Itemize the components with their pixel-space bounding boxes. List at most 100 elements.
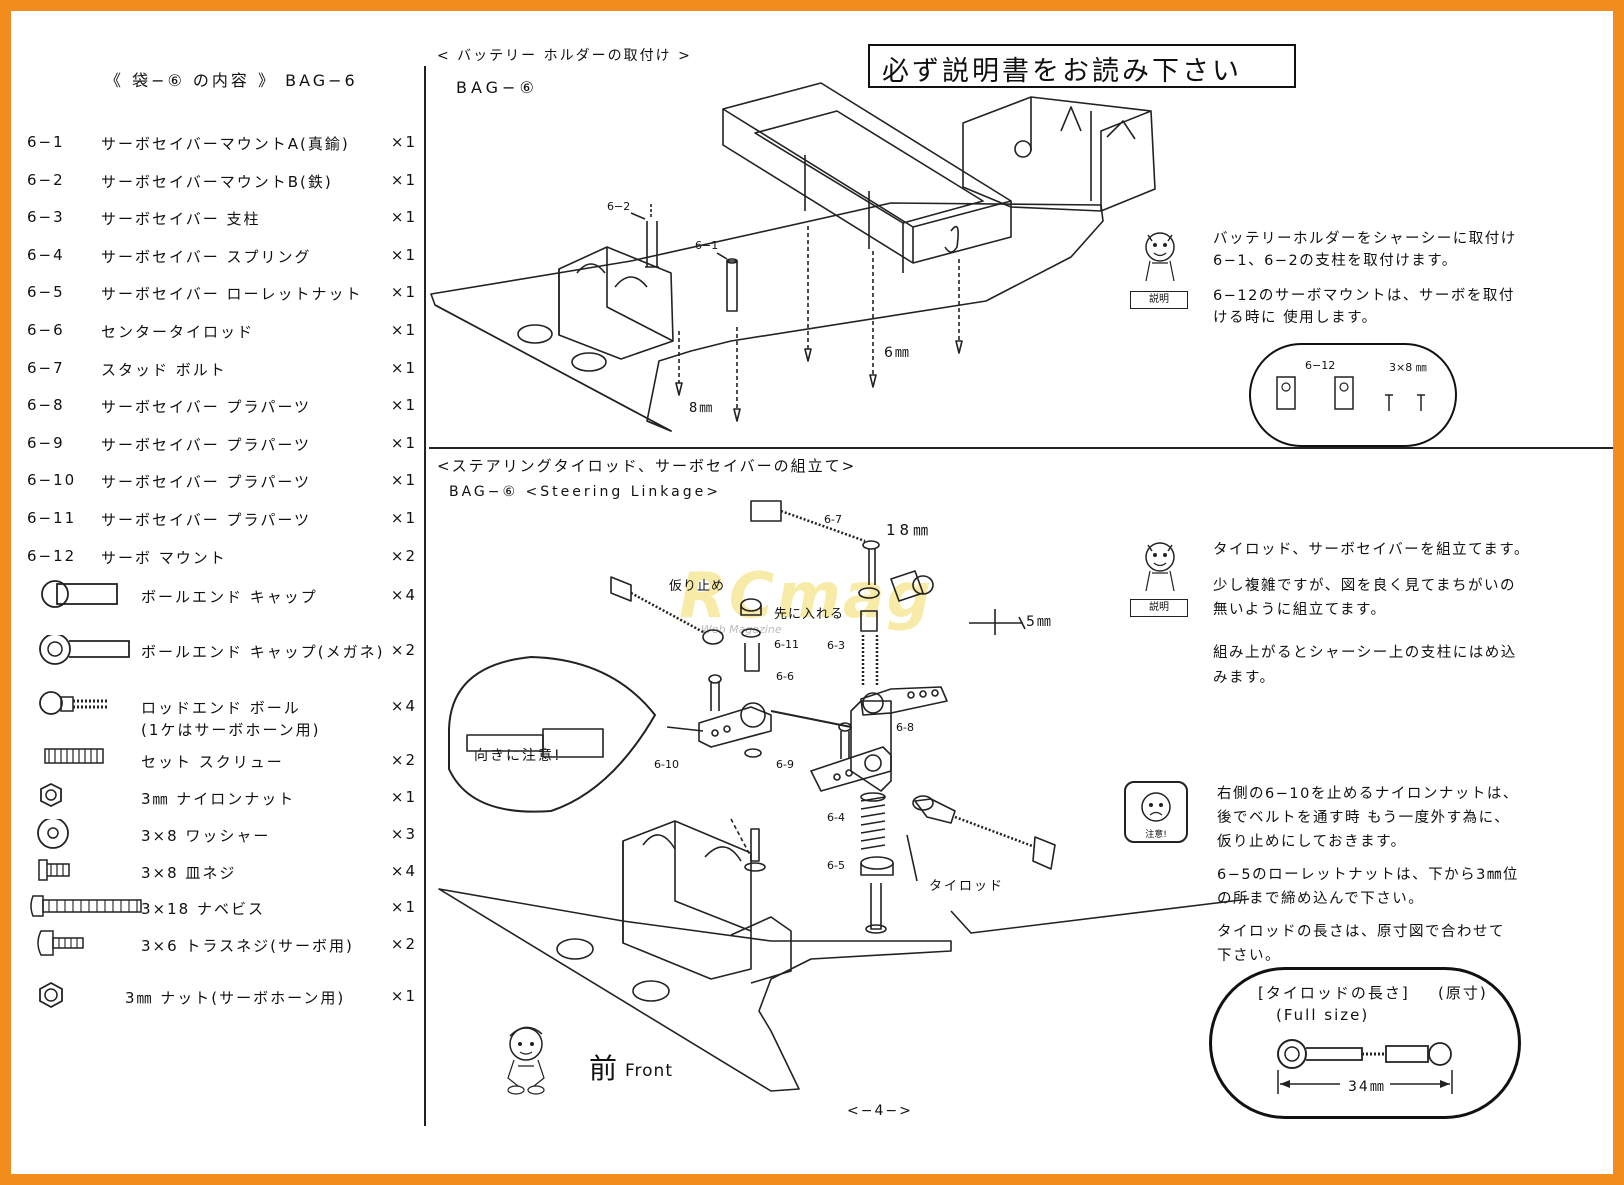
fullsize-full: (Full size) — [1276, 1006, 1370, 1024]
part-quantity: ×1 — [390, 471, 417, 490]
battery-bag-label: BAG−⑥ — [456, 78, 538, 97]
front-kanji: 前 — [589, 1052, 618, 1085]
hardware-name: 3㎜ ナイロンナット — [141, 790, 296, 808]
inset-label-screw: 3×8 ㎜ — [1389, 361, 1427, 374]
steering-note-2-line-1: 少し複雑ですが、図を良く見てまちがいの — [1213, 578, 1516, 594]
label-8mm: 8㎜ — [689, 401, 715, 416]
hardware-row: ボールエンド キャップ(メガネ)×2 — [27, 641, 417, 663]
watermark-subtitle: Web Magazine — [701, 623, 782, 636]
hardware-quantity: ×4 — [390, 586, 417, 604]
label-6-5: 6-5 — [827, 859, 845, 872]
chassis-plate-top — [430, 202, 1104, 432]
caution-1-line-3: 仮り止めにしておきます。 — [1217, 834, 1407, 850]
caution-3-line-2: 下さい。 — [1217, 948, 1281, 964]
part-name: サーボセイバー プラパーツ — [101, 398, 312, 417]
hardware-name: ボールエンド キャップ(メガネ) — [141, 643, 385, 661]
part-name: サーボ マウント — [101, 548, 227, 567]
part-name: サーボセイバー プラパーツ — [101, 435, 312, 454]
front-label: Front — [625, 1061, 673, 1081]
label-tierod: タイロッド — [929, 879, 1005, 894]
part-name: スタッド ボルト — [101, 360, 227, 379]
servo-mount-inset: 6−12 3×8 ㎜ — [1249, 343, 1457, 447]
part-quantity: ×1 — [390, 321, 417, 339]
watermark-logo: RCmag — [679, 559, 934, 632]
part-number: 6−5 — [27, 283, 65, 302]
part-row: 6−12 サーボ マウント ×2 — [27, 547, 417, 569]
column-divider — [424, 66, 426, 1126]
fullsize-length: 34㎜ — [1348, 1079, 1386, 1095]
part-quantity: ×1 — [390, 509, 417, 527]
hardware-quantity: ×1 — [390, 898, 417, 916]
part-number: 6−9 — [27, 433, 65, 452]
hardware-row: ボールエンド キャップ ×4 — [27, 586, 417, 608]
pan-screw-icon — [29, 892, 145, 926]
section-divider — [429, 447, 1613, 449]
fullsize-title: [タイロッドの長さ] — [1258, 984, 1410, 1002]
label-6-1: 6−1 — [695, 239, 719, 252]
hardware-quantity: ×2 — [390, 751, 417, 769]
hardware-name: 3×6 トラスネジ(サーボ用) — [141, 937, 354, 955]
hardware-quantity: ×2 — [390, 935, 417, 953]
part-quantity: ×1 — [390, 358, 417, 377]
battery-note-1-line-2: 6−1、6−2の支柱を取付けます。 — [1213, 253, 1458, 269]
steering-note-1: タイロッド、サーボセイバーを組立てます。 — [1213, 542, 1530, 558]
tierod-fullsize-drawing — [1277, 1039, 1453, 1094]
hardware-name: 3㎜ ナット(サーボホーン用) — [125, 989, 346, 1007]
nylon-nut-icon — [29, 782, 145, 816]
part-name: サーボセイバー スプリング — [101, 247, 312, 266]
hardware-row: 3㎜ ナット(サーボホーン用)×1 — [27, 987, 417, 1009]
caution-1-line-1: 右側の6−10を止めるナイロンナットは、 — [1217, 786, 1519, 802]
hardware-quantity: ×4 — [390, 862, 417, 880]
part-number: 6−10 — [27, 471, 77, 490]
caution-1-line-2: 後でベルトを通す時 もう一度外す為に、 — [1217, 810, 1511, 826]
hardware-row: 3×8 皿ネジ×4 — [27, 862, 417, 884]
rod-end-ball-icon — [29, 691, 145, 725]
hardware-name-note: (1ケはサーボホーン用) — [141, 721, 321, 739]
warning-text: 必ず説明書をお読み下さい — [882, 56, 1242, 87]
explain-mascot-icon-2 — [1130, 533, 1190, 593]
part-number: 6−6 — [27, 321, 65, 339]
part-quantity: ×1 — [390, 208, 417, 227]
hardware-quantity: ×3 — [390, 825, 417, 843]
hardware-row: 3×8 ワッシャー×3 — [27, 825, 417, 847]
part-name: サーボセイバーマウントB(鉄) — [101, 172, 333, 191]
hardware-name: セット スクリュー — [141, 753, 284, 771]
hardware-name: ボールエンド キャップ — [141, 588, 318, 606]
hardware-row: セット スクリュー ×2 — [27, 751, 417, 773]
hardware-row: 3×6 トラスネジ(サーボ用) ×2 — [27, 935, 417, 957]
label-6-11: 6-11 — [774, 638, 799, 651]
caution-badge: 注意! — [1124, 781, 1188, 843]
servo-mount-parts-icon — [1276, 376, 1425, 411]
hardware-row: ロッドエンド ボール(1ケはサーボホーン用)×4 — [27, 697, 417, 739]
part-quantity: ×2 — [390, 546, 417, 565]
part-number: 6−4 — [27, 245, 65, 264]
part-name: サーボセイバーマウントA(真鍮) — [101, 135, 350, 153]
label-saki-ni-ireru: 先に入れる — [774, 607, 845, 622]
caution-2-line-1: 6−5のローレットナットは、下から3㎜位 — [1217, 867, 1519, 883]
caution-3-line-1: タイロッドの長さは、原寸図で合わせて — [1217, 924, 1505, 940]
label-5mm: 5㎜ — [1026, 614, 1053, 630]
battery-note-2-line-2: ける時に 使用します。 — [1213, 310, 1378, 326]
inset-label-6-12: 6−12 — [1305, 359, 1336, 372]
battery-note-2-line-1: 6−12のサーボマウントは、サーボを取付 — [1213, 288, 1515, 304]
part-number: 6−12 — [27, 546, 77, 565]
part-row: 6−7 スタッド ボルト ×1 — [27, 359, 417, 381]
battery-note-1-line-1: バッテリーホルダーをシャーシーに取付け — [1213, 231, 1517, 247]
label-6-9: 6-9 — [776, 758, 794, 771]
tierod-fullsize-box: [タイロッドの長さ] (原寸) (Full size) 34㎜ — [1209, 967, 1521, 1119]
fullsize-orig: (原寸) — [1438, 984, 1488, 1002]
label-6-10: 6-10 — [654, 758, 679, 771]
part-number: 6−7 — [27, 358, 65, 377]
hardware-row: 3㎜ ナイロンナット×1 — [27, 788, 417, 810]
part-name: センタータイロッド — [101, 323, 255, 341]
battery-heading: < バッテリー ホルダーの取付け > — [437, 48, 692, 64]
caution-2-line-2: の所まで締め込んで下さい。 — [1217, 891, 1425, 907]
parts-header: 《 袋−⑥ の内容 》 BAG−6 — [105, 71, 358, 90]
